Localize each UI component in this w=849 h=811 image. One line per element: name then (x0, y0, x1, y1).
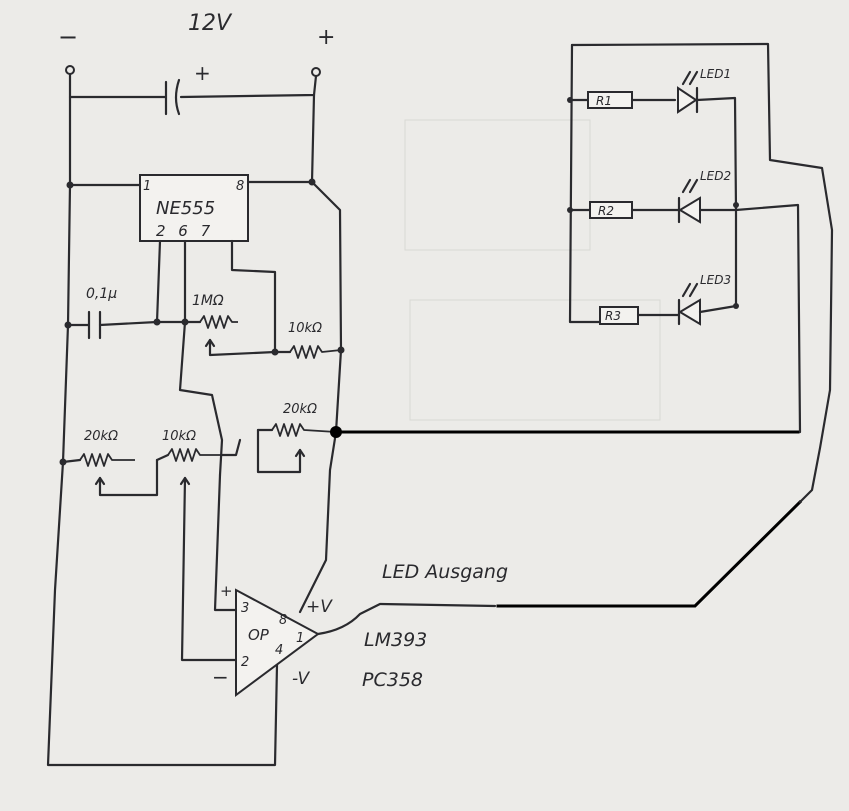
label-r1: R1 (596, 94, 612, 108)
paper-ghost-lines (404, 119, 661, 421)
label-op-pin1: 1 (296, 631, 304, 646)
label-op-vpos: +V (306, 597, 333, 617)
reference-pots-left (59, 438, 242, 662)
op-plus-wire (213, 473, 238, 612)
led-supply-loop (570, 42, 834, 504)
label-op-pin2: 2 (241, 655, 249, 670)
label-led1: LED1 (700, 67, 731, 81)
led-left-rail (568, 43, 602, 324)
label-cap-polarity: + (194, 61, 211, 85)
label-op-pin8: 8 (279, 613, 287, 628)
label-r2: R2 (598, 204, 614, 218)
label-minus: − (58, 23, 78, 51)
label-plus: + (317, 25, 335, 50)
pot-10k (167, 448, 222, 462)
left-rail-wire (46, 95, 279, 767)
minus-terminal (65, 65, 75, 75)
pin6-wire (178, 239, 224, 477)
pot-1m-wiper-wire (208, 338, 277, 357)
label-led2: LED2 (700, 169, 731, 183)
pot-20k-b-wiper (256, 428, 302, 474)
label-led3: LED3 (700, 273, 731, 287)
label-pot-10k: 10kΩ (162, 429, 196, 444)
label-op-minus: − (212, 665, 229, 689)
marker-wires (334, 430, 803, 608)
op-output-wire (316, 602, 497, 636)
led1-diode (677, 86, 698, 114)
pot-1m-resistor (199, 315, 238, 329)
label-op-text: OP (248, 626, 270, 644)
led2-diode (678, 196, 701, 224)
pot-20k-a-wiper (98, 458, 159, 497)
label-pot-20k-b: 20kΩ (283, 402, 317, 417)
wire-cap-left (68, 72, 167, 99)
label-pot-1m: 1MΩ (192, 293, 224, 309)
timing-section (64, 310, 345, 359)
marker-wire-bottom (496, 499, 803, 608)
label-op-plus: + (220, 582, 233, 600)
label-op-model2: PC358 (362, 669, 423, 691)
label-pin1: 1 (143, 179, 151, 194)
cap-plate-right (174, 78, 181, 116)
pot-10k-wiper-to-op-minus (180, 476, 238, 662)
op-amp-triangle (235, 588, 320, 697)
led-section (567, 42, 834, 504)
pot-20k-a (79, 453, 135, 467)
label-pin8: 8 (236, 179, 244, 194)
right-rail-wire (298, 93, 343, 614)
label-op-pin4: 4 (275, 643, 283, 658)
op-amp (213, 473, 497, 697)
label-pot-20k-a: 20kΩ (84, 429, 118, 444)
label-pins-bottom: 2 6 7 (156, 222, 211, 240)
reference-pot-right (256, 423, 342, 474)
led3-diode (678, 298, 701, 326)
ne555-body (139, 174, 249, 242)
label-r3: R3 (605, 309, 621, 323)
supply-section (46, 65, 343, 767)
pin2-wire (155, 239, 162, 324)
label-op-model1: LM393 (364, 629, 427, 651)
label-ne555: NE555 (156, 198, 215, 219)
res-10k-a (289, 345, 342, 359)
pot-20k-b (271, 423, 337, 437)
label-cap-01: 0,1µ (86, 286, 117, 302)
label-led-output: LED Ausgang (382, 561, 508, 583)
led2-to-marker-wire (698, 203, 802, 434)
plus-terminal (311, 67, 321, 77)
label-supply-voltage: 12V (188, 11, 233, 36)
labels: 12V − + + NE555 1 8 2 6 7 0,1µ 1MΩ 10kΩ … (58, 11, 731, 691)
pin7-wire (230, 239, 292, 354)
label-op-pin3: 3 (241, 601, 249, 616)
label-res-10k-a: 10kΩ (288, 321, 322, 336)
ne555-block (66, 174, 316, 477)
label-op-vneg: -V (292, 669, 310, 689)
wire-c01-right (98, 320, 202, 327)
